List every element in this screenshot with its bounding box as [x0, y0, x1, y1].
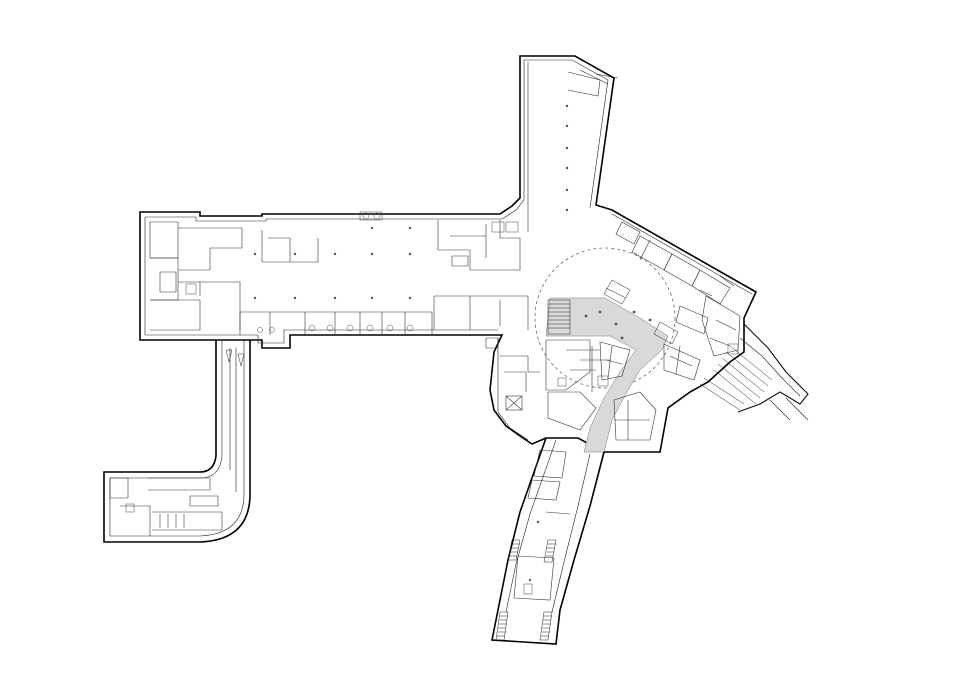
- northeast-wing: [611, 213, 753, 381]
- west-wing: [139, 55, 758, 453]
- east-ramp: [699, 323, 809, 421]
- north-wing: [527, 62, 619, 232]
- south-wing: [491, 437, 605, 645]
- central-concourse: [485, 247, 679, 453]
- southwest-corridor: [103, 340, 251, 543]
